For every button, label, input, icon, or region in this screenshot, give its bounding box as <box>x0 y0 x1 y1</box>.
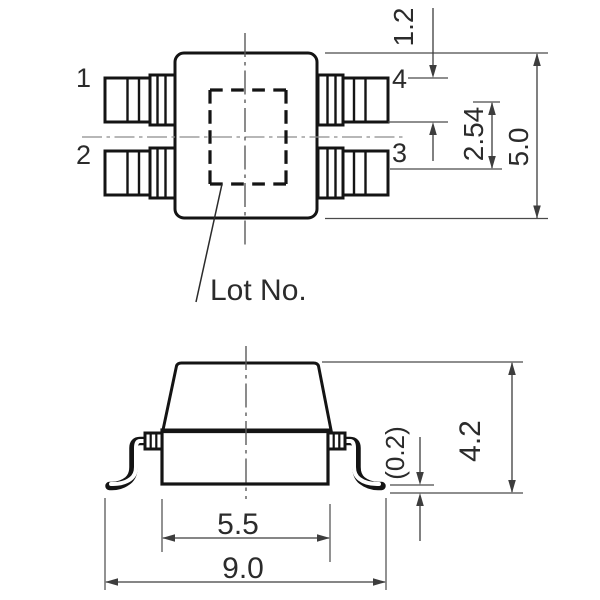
left-lead-highlight <box>109 439 153 486</box>
pin-2-collar <box>148 146 177 200</box>
dim-4-2-value: 4.2 <box>454 420 487 462</box>
body-base-outline <box>160 428 330 486</box>
arrow-up-icon <box>429 122 437 135</box>
pin-3-number: 3 <box>392 138 407 168</box>
left-collar <box>143 431 164 451</box>
dimension-body-width: 5.0 <box>503 53 541 219</box>
dimension-lead-span: 9.0 <box>105 552 386 586</box>
arrow-down-icon <box>416 472 424 485</box>
arrow-down-icon <box>429 65 437 78</box>
pin-4-collar <box>316 73 345 127</box>
dim-0-2-value: (0.2) <box>380 426 410 479</box>
pin-2-lead <box>103 146 177 200</box>
dimension-lead-pitch: 2.54 <box>458 102 496 169</box>
right-collar <box>326 431 347 451</box>
dimension-body-length: 5.5 <box>162 508 330 542</box>
pin-4-number: 4 <box>392 64 407 94</box>
lot-no-label: Lot No. <box>210 274 307 307</box>
arrow-up-icon <box>416 493 424 506</box>
dimension-height: 4.2 <box>454 362 516 493</box>
pin-3-lead <box>316 146 390 200</box>
pin-1-number: 1 <box>76 63 91 93</box>
side-view-extension-lines <box>104 361 523 590</box>
dim-2-54-value: 2.54 <box>458 107 489 162</box>
dim-5-0-value: 5.0 <box>503 128 534 167</box>
package-body-outline <box>173 51 319 220</box>
pin-4-lead <box>316 73 390 127</box>
pin-1-collar <box>148 73 177 127</box>
arrow-down-icon <box>488 156 496 169</box>
arrow-left-icon <box>162 534 175 542</box>
dimension-standoff: (0.2) <box>380 426 424 541</box>
top-view: 1 2 4 3 Lot No. 1.2 2.54 <box>76 8 548 307</box>
dim-5-5-value: 5.5 <box>217 508 259 541</box>
arrow-up-icon <box>533 53 541 66</box>
arrow-up-icon <box>508 362 516 375</box>
side-view: 5.5 9.0 (0.2) 4.2 <box>104 346 523 590</box>
marking-area-dashed-outline <box>208 88 288 186</box>
dim-9-0-value: 9.0 <box>222 552 264 585</box>
pin-1-lead <box>103 73 177 127</box>
arrow-up-icon <box>488 102 496 115</box>
arrow-right-icon <box>317 534 330 542</box>
lot-no-leader-line <box>195 183 223 303</box>
top-view-extension-lines <box>325 52 548 220</box>
pin-3-collar <box>316 146 345 200</box>
arrow-down-icon <box>533 205 541 219</box>
dim-1-2-value: 1.2 <box>388 8 419 47</box>
side-view-collars <box>143 431 347 451</box>
right-lead-highlight <box>337 439 381 486</box>
arrow-left-icon <box>105 578 118 586</box>
dimension-lead-width: 1.2 <box>388 8 437 161</box>
arrow-right-icon <box>373 578 386 586</box>
arrow-down-icon <box>508 480 516 493</box>
body-lid-outline <box>161 361 333 432</box>
pin-2-number: 2 <box>76 140 91 170</box>
